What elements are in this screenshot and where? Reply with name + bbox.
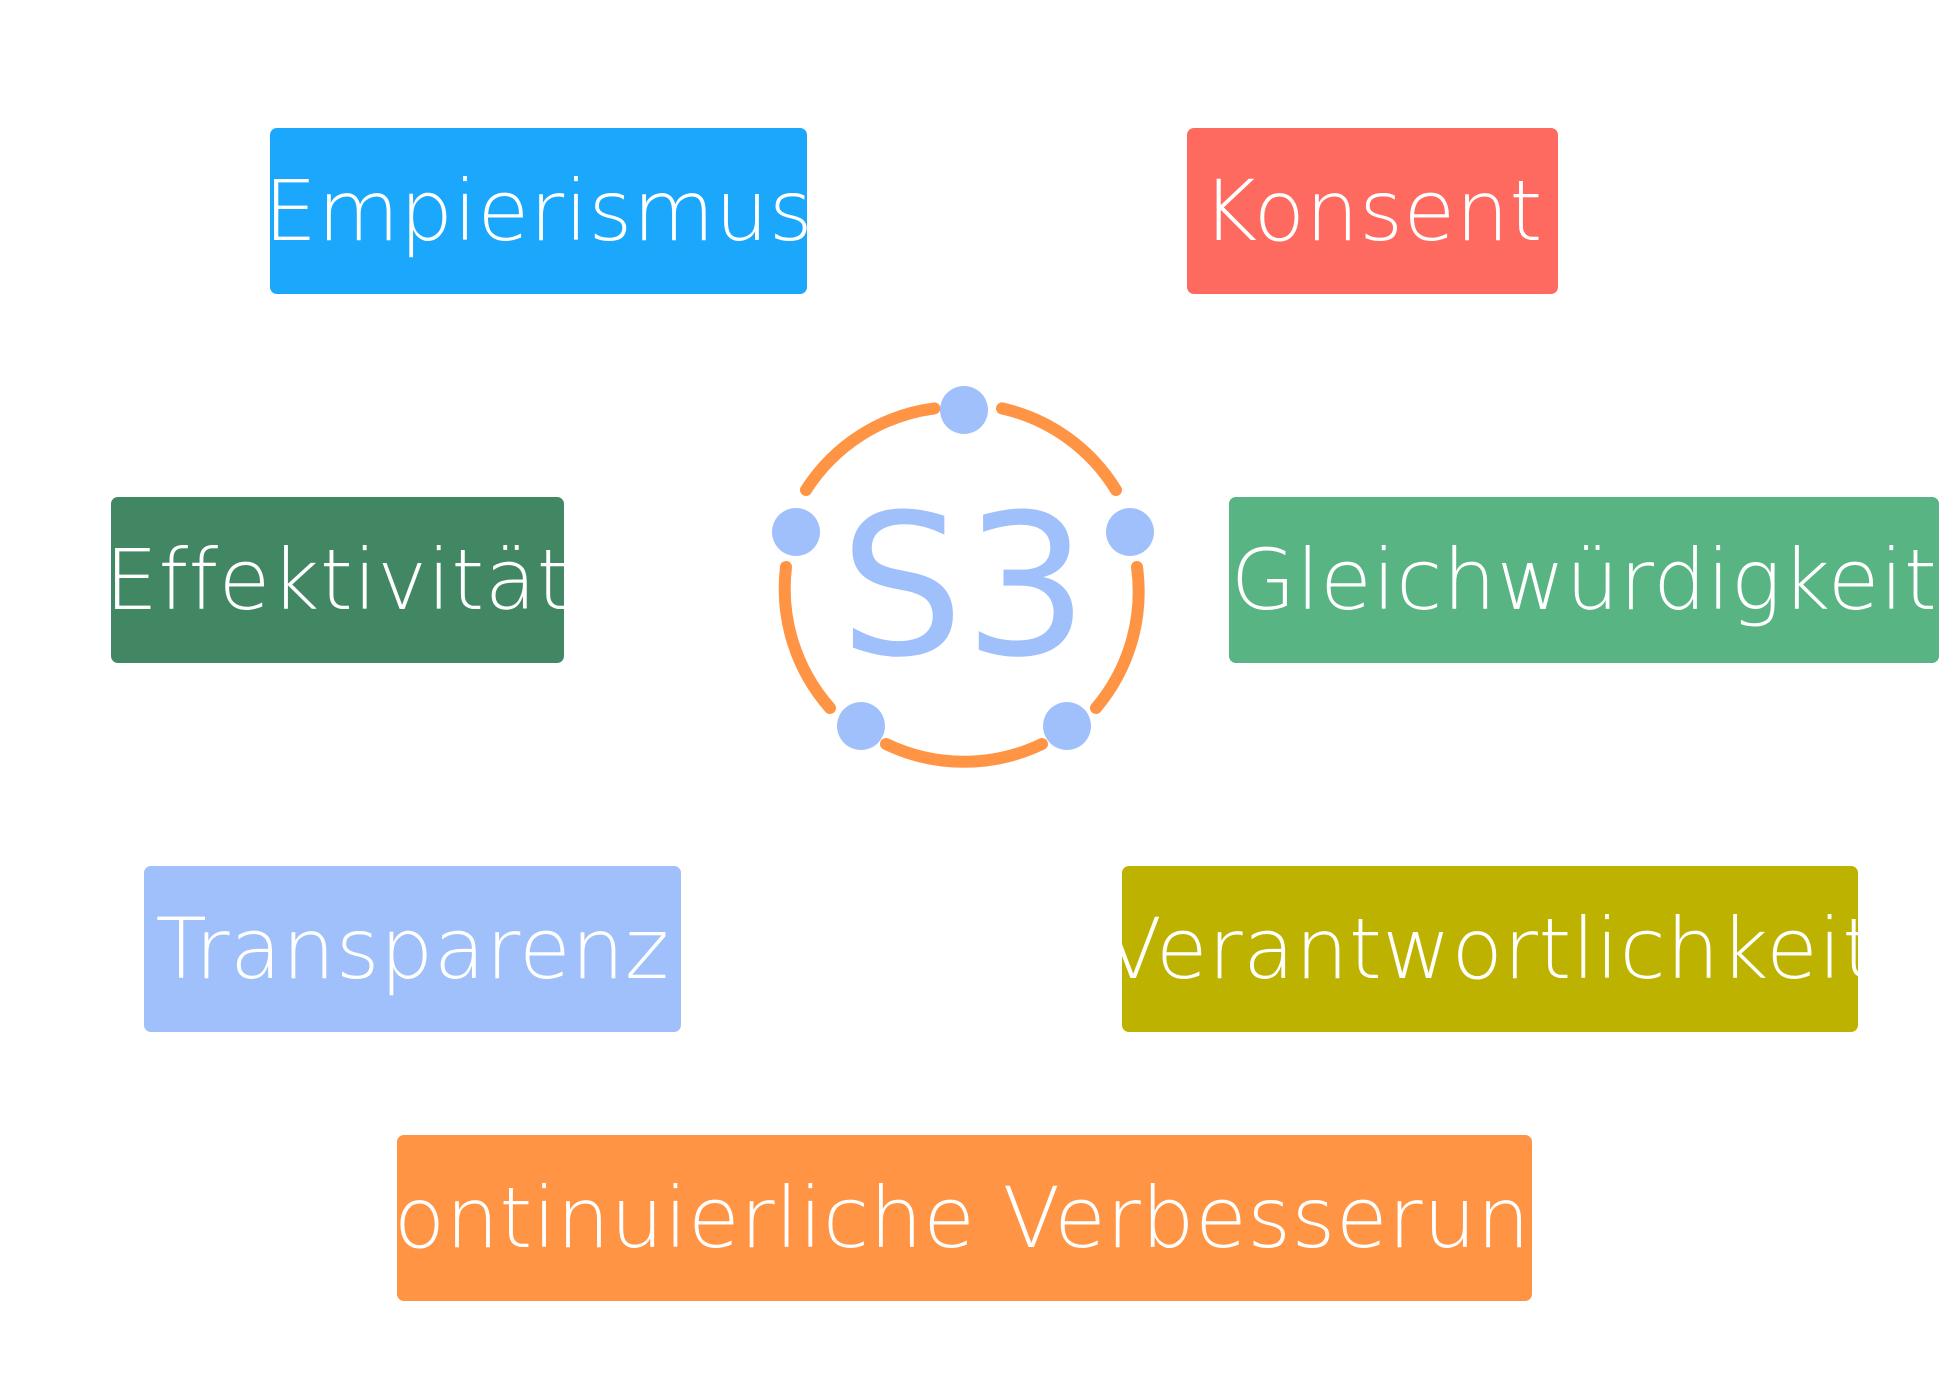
ring-node-left bbox=[772, 508, 820, 556]
principle-box-empirismus: Empierismus bbox=[264, 128, 813, 294]
ring-node-bottom-left bbox=[837, 702, 885, 750]
principle-label: kontinuierliche Verbesserung bbox=[347, 1169, 1582, 1267]
s3-logo: S3 bbox=[772, 386, 1154, 768]
ring-node-top bbox=[940, 386, 988, 434]
principle-label: Effektivität bbox=[104, 531, 571, 629]
s3-logo-text: S3 bbox=[839, 473, 1088, 701]
principle-label: Empierismus bbox=[263, 162, 814, 260]
principle-label: Konsent bbox=[1202, 162, 1543, 260]
ring-arc bbox=[1090, 561, 1145, 714]
ring-arc bbox=[778, 561, 836, 714]
principle-box-gleichwuerdigkeit: Gleichwürdigkeit bbox=[1229, 497, 1939, 663]
principle-box-transparenz: Transparenz bbox=[144, 866, 681, 1032]
principle-label: Gleichwürdigkeit bbox=[1230, 531, 1938, 629]
ring-node-bottom-right bbox=[1043, 702, 1091, 750]
s3-nodes bbox=[772, 386, 1154, 750]
ring-node-right bbox=[1106, 508, 1154, 556]
ring-arc bbox=[800, 402, 941, 496]
principle-box-kontinuierliche-verbesserung: kontinuierliche Verbesserung bbox=[348, 1135, 1581, 1301]
ring-arc bbox=[880, 738, 1048, 768]
principle-label: Transparenz bbox=[155, 900, 670, 998]
principle-box-verantwortlichkeit: Verantwortlichkeit bbox=[1104, 866, 1875, 1032]
s3-ring bbox=[778, 402, 1145, 768]
principle-box-konsent: Konsent bbox=[1187, 128, 1558, 294]
ring-arc bbox=[996, 402, 1122, 496]
principle-box-effektivitaet: Effektivität bbox=[105, 497, 570, 663]
principle-label: Verantwortlichkeit bbox=[1104, 900, 1876, 998]
